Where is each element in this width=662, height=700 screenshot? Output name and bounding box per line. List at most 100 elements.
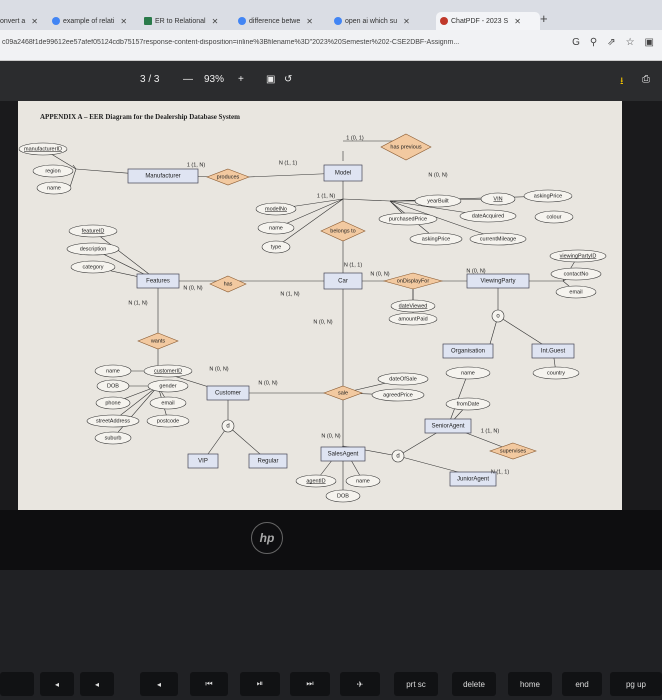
url-actions: G ⚲ ⇗ ☆ ▣ (572, 37, 654, 48)
attribute-ellipse (480, 192, 516, 206)
zoom-icon[interactable]: ⚲ (589, 37, 598, 48)
rotate-icon[interactable]: ↺ (284, 74, 293, 85)
page-counter: 3 / 3 (140, 74, 160, 85)
relationship-diamond (209, 275, 247, 293)
attribute-label: name (106, 368, 120, 374)
connector-line (275, 198, 344, 248)
attribute-label: dateOfSale (389, 376, 417, 382)
attribute-label: agentID (306, 478, 325, 484)
cardinality-label: N (1, 1) (344, 262, 363, 268)
entity-label: Organisation (451, 349, 485, 355)
attribute-ellipse (70, 260, 116, 274)
attribute-label: manufacturerID (24, 146, 62, 152)
attribute-ellipse (32, 164, 74, 178)
laptop-bezel (0, 510, 662, 570)
close-icon[interactable]: ✕ (211, 16, 219, 26)
attribute-ellipse (523, 189, 573, 203)
hp-logo-icon: hp (251, 522, 283, 554)
specialization-circle (491, 309, 505, 323)
cardinality-label: N (0, N) (258, 380, 277, 386)
tab-label: ChatPDF - 2023 S (451, 17, 509, 25)
attribute-label: dateAcquired (472, 213, 504, 219)
url-text[interactable]: c09a2468f1de99612ee57afef05124cdb75157re… (2, 39, 460, 46)
attribute-label: email (569, 289, 582, 295)
relationship-diamond (137, 332, 179, 350)
cardinality-label: N (0, N) (370, 271, 389, 277)
close-icon[interactable]: ✕ (514, 16, 521, 26)
entity-box (187, 453, 219, 469)
close-icon[interactable]: ✕ (120, 16, 128, 26)
entity-box (323, 272, 363, 290)
cardinality-label: N (0, N) (466, 268, 485, 274)
entity-box (424, 418, 472, 434)
relationship-label: belongs to (330, 228, 355, 234)
pgup-key: pg up (610, 672, 662, 696)
zoom-in-button[interactable]: + (238, 74, 244, 85)
share-icon[interactable]: ⇗ (607, 37, 616, 48)
cardinality-label: N (1, N) (280, 291, 299, 297)
attribute-label: name (47, 185, 61, 191)
attribute-ellipse (414, 194, 462, 208)
specialization-mark: o (496, 314, 500, 320)
browser-tab[interactable]: ER to Relational✕ (144, 12, 234, 30)
end-key: end (562, 672, 602, 696)
attribute-ellipse (36, 181, 72, 195)
download-icon[interactable]: ⭳ (620, 76, 624, 87)
attribute-label: dateViewed (399, 303, 428, 309)
attribute-ellipse (445, 397, 491, 411)
pdf-toolbar: 3 / 3 — 93% + ▣ ↺ ⭳ ⎙ (0, 61, 662, 101)
browser-tab[interactable]: onvert a✕ (0, 12, 50, 30)
attribute-label: gender (159, 383, 176, 389)
entity-label: SalesAgent (328, 452, 359, 458)
attribute-ellipse (95, 396, 131, 410)
cardinality-label: N (0, N) (321, 433, 340, 439)
relationship-label: sale (338, 390, 348, 396)
entity-label: SeniorAgent (431, 424, 464, 430)
specialization-mark: d (396, 454, 399, 460)
new-tab-icon[interactable]: + (540, 11, 548, 26)
google-icon (238, 17, 246, 25)
relationship-label: onDisplayFor (397, 278, 430, 284)
attribute-ellipse (149, 396, 187, 410)
attribute-ellipse (86, 414, 140, 428)
browser-tab-active[interactable]: ChatPDF - 2023 S ✕ (436, 12, 540, 30)
attribute-ellipse (295, 474, 337, 488)
attribute-label: country (547, 370, 565, 376)
attribute-label: currentMileage (480, 236, 516, 242)
tab-label: open ai which su (345, 17, 398, 25)
attribute-ellipse (377, 372, 429, 386)
browser-tab[interactable]: example of relati✕ (52, 12, 140, 30)
attribute-ellipse (68, 224, 118, 238)
attribute-label: contactNo (564, 271, 589, 277)
attribute-ellipse (550, 267, 602, 281)
sidebar-icon[interactable]: ▣ (644, 37, 654, 48)
fit-page-icon[interactable]: ▣ (266, 74, 276, 85)
cardinality-label: N (1, 1) (279, 160, 298, 166)
relationship-diamond (380, 133, 432, 161)
site-icon (144, 17, 152, 25)
attribute-label: email (161, 400, 174, 406)
close-icon[interactable]: ✕ (306, 16, 313, 26)
attribute-label: streetAddress (96, 418, 130, 424)
browser-tab-bar: onvert a✕ example of relati✕ ER to Relat… (0, 0, 662, 30)
entity-box (449, 471, 497, 487)
f5-key: ⏯ (240, 672, 280, 696)
browser-tab[interactable]: difference betwe✕ (238, 12, 330, 30)
entity-label: Int.Guest (541, 349, 566, 355)
google-lens-icon[interactable]: G (572, 37, 580, 48)
attribute-label: yearBuilt (427, 198, 449, 204)
attribute-ellipse (94, 364, 132, 378)
close-icon[interactable]: ✕ (31, 16, 38, 26)
close-icon[interactable]: ✕ (403, 16, 410, 26)
zoom-out-button[interactable]: — (183, 74, 193, 85)
bookmark-star-icon[interactable]: ☆ (625, 37, 635, 48)
address-bar[interactable]: c09a2468f1de99612ee57afef05124cdb75157re… (0, 30, 662, 61)
attribute-ellipse (469, 232, 527, 246)
attribute-label: phone (105, 400, 120, 406)
f4-key: ⏮ (190, 672, 228, 696)
print-icon[interactable]: ⎙ (642, 74, 650, 85)
browser-tab[interactable]: open ai which su ✕ (334, 12, 428, 30)
cardinality-label: N (0, N) (428, 172, 447, 178)
home-key: home (508, 672, 552, 696)
